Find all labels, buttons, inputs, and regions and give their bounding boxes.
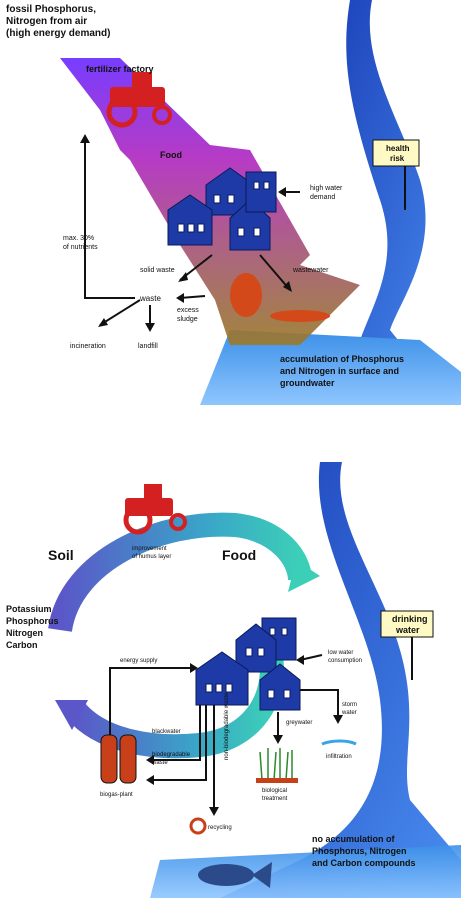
storm-water-2: water [341,710,357,716]
fertilizer-factory-label: fertilizer factory [86,64,154,74]
biogas-plant-icon [100,734,137,784]
excess-sludge-2: sludge [177,316,198,323]
infiltration-label: infiltration [326,754,352,760]
biodegradable-1: biodegradable [152,752,191,758]
incineration-label: incineration [70,343,106,350]
no-accumulation-3: and Carbon compounds [312,858,416,868]
no-accumulation-1: no accumulation of [312,834,396,844]
reeds-icon [259,748,293,781]
ground-bottom [150,845,461,898]
recycling-icon [189,817,207,835]
health-risk-box [372,139,420,167]
nutrient-potassium: Potassium [6,604,52,614]
improvement-2: of humus layer [132,554,171,560]
recycling-label: recycling [208,825,232,831]
no-accumulation-2: Phosphorus, Nitrogen [312,846,407,856]
food-label-top: Food [160,150,182,160]
max-nutrients-2: of nutrients [63,244,98,251]
top-arrows [84,140,300,326]
waste-label: waste [139,294,161,303]
blackwater-label: blackwater [152,729,181,735]
tractor-icon [106,72,172,128]
biodegradable-2: waste [151,760,168,766]
infiltration-icon [321,739,357,746]
health-risk-2: risk [390,154,405,163]
nutrient-nitrogen: Nitrogen [6,628,43,638]
title-line-2: Nitrogen from air [6,16,87,27]
drinking-water-box [380,610,434,638]
wastewater-label: wastewater [292,267,329,274]
bottom-arrows [109,654,339,810]
biological-treatment-2: treatment [262,796,288,802]
food-label-bottom: Food [222,547,256,563]
high-water-demand-1: high water [310,185,343,192]
energy-supply-label: energy supply [120,658,157,664]
fish-icon [198,862,272,888]
river [320,0,461,405]
title-line-1: fossil Phosphorus, [6,4,96,15]
low-water-2: consumption [328,658,362,664]
drinking-water-2: water [395,625,420,635]
biological-treatment-1: biological [262,788,287,794]
nutrient-cycle [48,512,312,633]
nutrient-carbon: Carbon [6,640,38,650]
storm-water-1: storm [342,702,357,708]
high-water-demand-2: demand [310,194,335,201]
houses-icon [167,167,277,251]
non-biodegradable-label: non-biodegradable waste [224,692,230,760]
accumulation-2: and Nitrogen in surface and [280,366,399,376]
accumulation-3: groundwater [280,378,335,388]
soil-label: Soil [48,547,74,563]
ground [200,330,461,405]
bottom-arrowheads [146,655,343,816]
excess-sludge-1: excess [177,307,199,314]
landfill-label: landfill [138,343,158,350]
accumulation-1: accumulation of Phosphorus [280,354,404,364]
title-line-3: (high energy demand) [6,28,110,39]
top-panel: fossil Phosphorus, Nitrogen from air (hi… [6,0,461,405]
houses-icon-bottom [195,617,301,711]
tractor-icon-bottom [123,484,187,535]
top-arrowheads [80,134,292,332]
nutrient-phosphorus: Phosphorus [6,616,59,626]
solid-waste-label: solid waste [140,267,175,274]
river-bottom [220,462,461,898]
health-risk-1: health [386,144,410,153]
drinking-water-1: drinking [392,614,428,624]
low-water-1: low water [328,650,353,656]
greywater-label: greywater [286,720,312,726]
bottom-panel: Soil Food improvement of humus layer Pot… [6,462,461,898]
max-nutrients-1: max. 30% [63,235,94,242]
treatment-tank-icon [230,273,330,322]
biogas-plant-label: biogas-plant [100,792,133,798]
improvement-1: improvement [132,546,167,552]
